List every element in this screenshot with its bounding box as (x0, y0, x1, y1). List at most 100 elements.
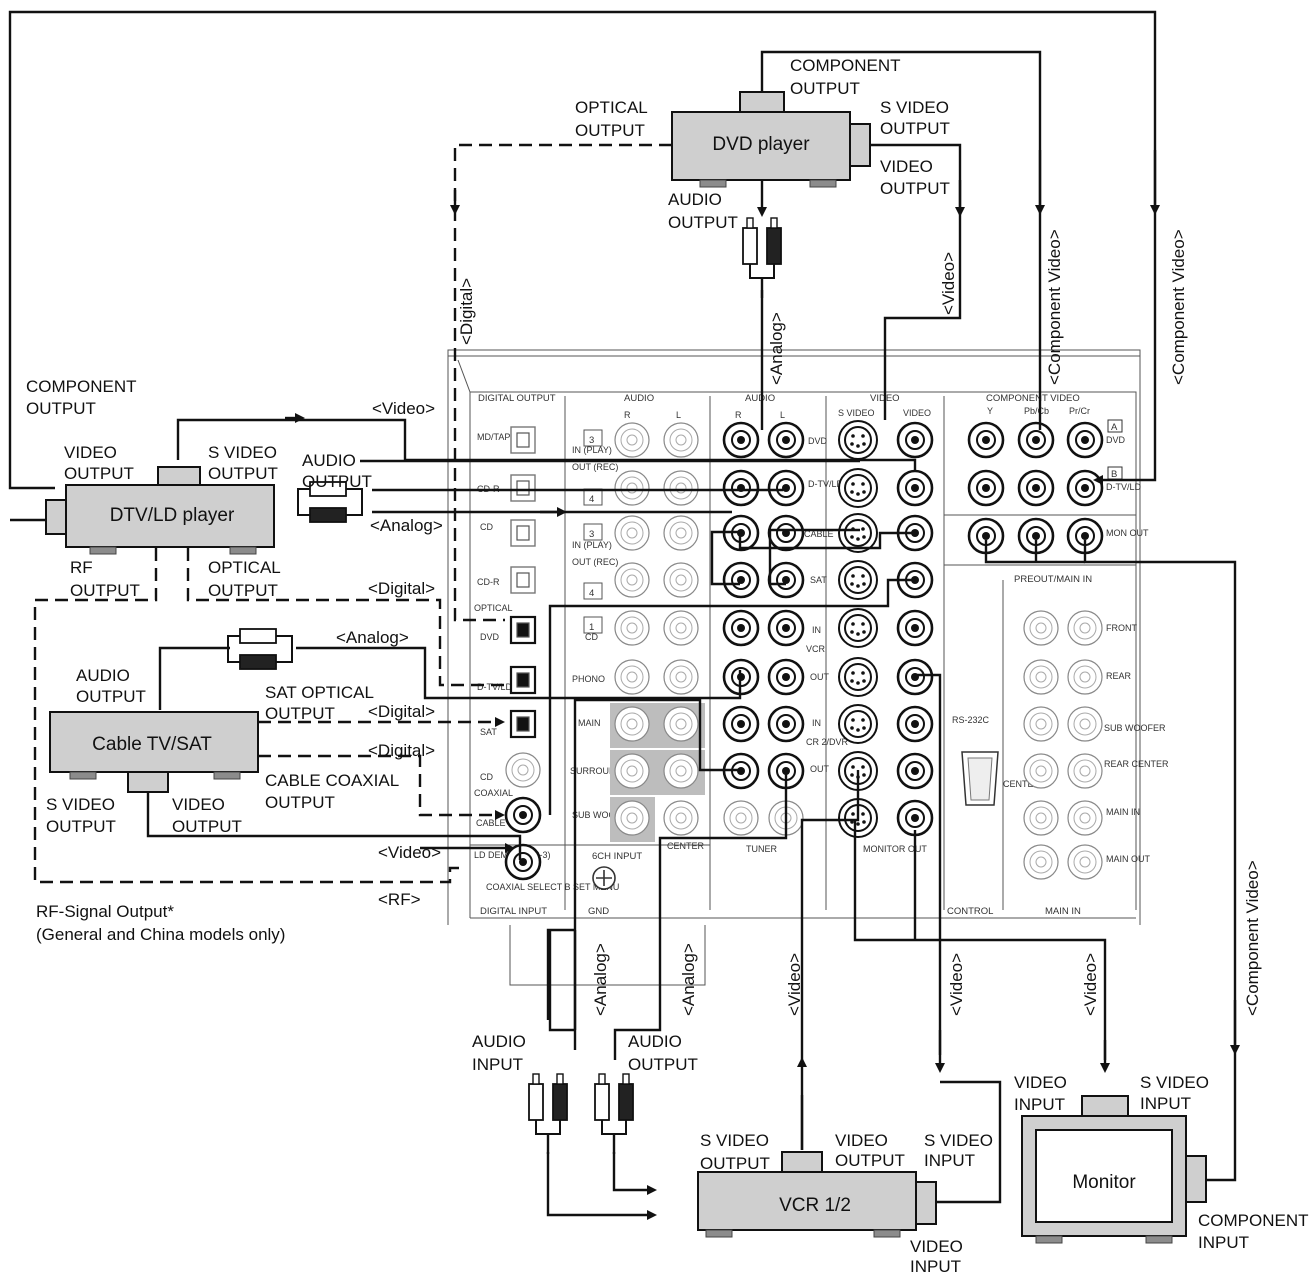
s-video-jack-0[interactable] (838, 420, 878, 460)
cable-tv-sat-label: Cable TV/SAT (92, 734, 212, 755)
rs232c-port (961, 751, 999, 806)
dtv-audio-output-2: OUTPUT (302, 472, 372, 491)
component-pr-jack-1[interactable] (1066, 469, 1104, 507)
dtv-rf-output-1: RF (70, 558, 93, 577)
signal-analog-vcr-in: <Analog> (591, 943, 610, 1016)
panel-optical-label: OPTICAL (474, 603, 513, 613)
connection-wires (8, 10, 1240, 1220)
video-jack-4[interactable] (896, 609, 934, 647)
tape-number-4b: 4 (589, 588, 594, 599)
panel-preout-main-in: MAIN IN (1106, 807, 1140, 817)
s-video-jack-4[interactable] (838, 608, 878, 648)
s-video-jack-1[interactable] (838, 468, 878, 508)
component-pr-jack-0[interactable] (1066, 421, 1104, 459)
optical-in-cd-jack[interactable] (510, 519, 536, 547)
signal-digital-coax: <Digital> (368, 741, 435, 760)
panel-digital-in-cdr: CD-R (477, 577, 500, 587)
cable-svideo-output-2: OUTPUT (46, 817, 116, 836)
panel-header-tuner: TUNER (746, 844, 777, 854)
audio-in-jack-r-3[interactable] (722, 561, 760, 599)
cable-video-output-1: VIDEO (172, 795, 225, 814)
component-pb-jack-2[interactable] (1017, 517, 1055, 555)
audio-in-jack-r-7[interactable] (722, 752, 760, 790)
mon-svideo-input-1: S VIDEO (1140, 1073, 1209, 1092)
mon-svideo-input-2: INPUT (1140, 1094, 1191, 1113)
audio-jack-r-5 (614, 659, 650, 695)
audio-in-jack-l-0[interactable] (767, 421, 805, 459)
optical-out-cdr-jack[interactable] (510, 474, 536, 502)
audio-in-jack-l-4[interactable] (767, 609, 805, 647)
vcr-svideo-output-2: OUTPUT (700, 1154, 770, 1173)
panel-preout-main-out: MAIN OUT (1106, 854, 1151, 864)
component-pb-jack-1[interactable] (1017, 469, 1055, 507)
vcr-audio-output-2: OUTPUT (628, 1055, 698, 1074)
device-dvd-player[interactable]: DVD player (671, 91, 871, 188)
device-monitor[interactable]: Monitor (1021, 1095, 1207, 1244)
panel-header-s-video: S VIDEO (838, 408, 875, 418)
panel-header-audio: AUDIO (624, 393, 654, 404)
panel-header-digital-output: DIGITAL OUTPUT (478, 393, 556, 404)
audio-in-jack-r-4[interactable] (722, 609, 760, 647)
component-pb-jack-0[interactable] (1017, 421, 1055, 459)
signal-analog-cable: <Analog> (336, 628, 409, 647)
panel-audio-row-1: IN (PLAY) (572, 445, 612, 455)
optical-in-dtv-jack[interactable] (509, 665, 537, 695)
audio-in-jack-r-1[interactable] (722, 469, 760, 507)
device-vcr[interactable]: VCR 1/2 (697, 1151, 937, 1238)
monitor-label: Monitor (1072, 1172, 1136, 1193)
dvd-component-output-2: OUTPUT (790, 79, 860, 98)
panel-header-preout: PREOUT/MAIN IN (1014, 574, 1092, 585)
audio-in-jack-l-1[interactable] (767, 469, 805, 507)
s-video-jack-6[interactable] (838, 704, 878, 744)
s-video-jack-2[interactable] (838, 513, 878, 553)
video-jack-6[interactable] (896, 705, 934, 743)
coaxial-in-cable-jack[interactable] (504, 796, 542, 834)
dtv-component-output-1: COMPONENT (26, 377, 137, 396)
video-jack-0[interactable] (896, 421, 934, 459)
optical-out-md-jack[interactable] (510, 426, 536, 454)
preout-main-jack-l-1 (1067, 659, 1103, 695)
s-video-jack-5[interactable] (838, 657, 878, 697)
optical-in-dvd-jack[interactable] (509, 615, 537, 645)
component-y-jack-0[interactable] (967, 421, 1005, 459)
audio-jack-r-3 (614, 562, 650, 598)
signal-digital-dvd: <Digital> (457, 278, 476, 345)
optical-in-sat-jack[interactable] (509, 709, 537, 739)
audio-jack-l-2 (663, 515, 699, 551)
vcr-svideo-input-1: S VIDEO (924, 1131, 993, 1150)
tape-number-badges: 3 4 3 4 1 (583, 429, 603, 634)
dvd-audio-output-1: AUDIO (668, 190, 722, 209)
signal-digital-sat: <Digital> (368, 702, 435, 721)
panel-header-video-sub: VIDEO (903, 408, 931, 418)
signal-video-vcr-in: <Video> (947, 953, 966, 1016)
audio-in-jack-l-5[interactable] (767, 658, 805, 696)
panel-video-row-sat: SAT (810, 575, 827, 585)
panel-jacks (504, 420, 1104, 881)
component-y-jack-1[interactable] (967, 469, 1005, 507)
audio-jack-l-3 (663, 562, 699, 598)
device-dtv-ld-player[interactable]: DTV/LD player (45, 466, 275, 555)
s-video-jack-3[interactable] (838, 560, 878, 600)
panel-header-digital-input: DIGITAL INPUT (480, 906, 547, 917)
audio-in-jack-r-6[interactable] (722, 705, 760, 743)
device-cable-tv-sat[interactable]: Cable TV/SAT (49, 711, 259, 793)
panel-preout-front: FRONT (1106, 623, 1137, 633)
video-jack-8[interactable] (896, 799, 934, 837)
panel-video-row-dtv: D-TV/LD (808, 479, 844, 489)
panel-digital-in-dvd: DVD (480, 632, 500, 642)
preout-jack-r-1 (614, 753, 650, 789)
video-jack-7[interactable] (896, 752, 934, 790)
optical-in-cdr-jack[interactable] (510, 566, 536, 594)
ld-demod-jack[interactable] (504, 843, 542, 881)
panel-digital-out-md: MD/TAPE (477, 432, 516, 442)
video-jack-1[interactable] (896, 469, 934, 507)
audio-in-jack-l-2[interactable] (767, 514, 805, 552)
tape-number-3b: 3 (589, 529, 594, 540)
signal-video-dtv: <Video> (372, 399, 435, 418)
audio-in-jack-r-0[interactable] (722, 421, 760, 459)
video-jack-5[interactable] (896, 658, 934, 696)
tape-number-4: 4 (589, 494, 594, 505)
connection-labels: COMPONENT OUTPUT OPTICAL OUTPUT S VIDEO … (26, 56, 1309, 1276)
audio-in-jack-l-6[interactable] (767, 705, 805, 743)
audio-in-jack-l-3[interactable] (767, 561, 805, 599)
